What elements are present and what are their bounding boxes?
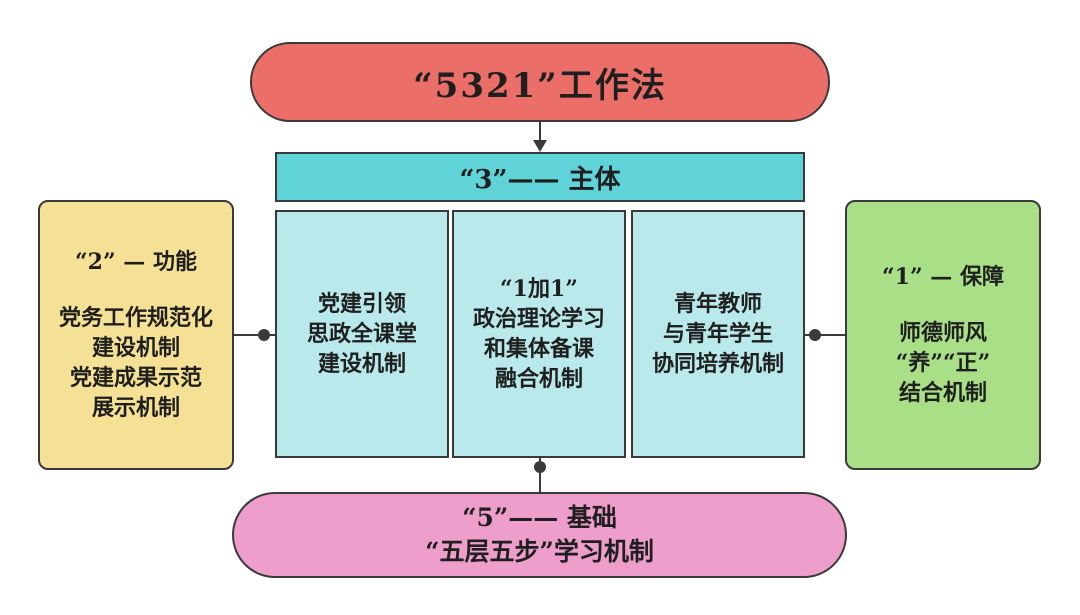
function-heading: “2” — 功能 [75, 249, 197, 275]
subject-column-2-line-3: 和集体备课 [483, 336, 594, 362]
guarantee-line-1: 师德师风 [898, 320, 987, 346]
subject-column-1-line-1: 党建引领 [317, 291, 406, 317]
function-line-2: 建设机制 [91, 335, 180, 361]
function-line-4: 展示机制 [91, 395, 180, 421]
foundation-heading: “5”—— 基础 [462, 503, 617, 532]
subject-column-1-line-2: 思政全课堂 [306, 321, 417, 347]
subject-column-2-line-1: “1加1” [500, 276, 578, 302]
subject-heading: “3”—— 主体 [459, 164, 621, 195]
foundation-connector-dot [534, 461, 546, 473]
guarantee-line-2: “养”“正” [895, 350, 991, 376]
title-to-subject-arrowhead [533, 140, 547, 152]
subject-column-1: 党建引领 思政全课堂 建设机制 [275, 210, 449, 458]
foundation-line-1: “五层五步”学习机制 [425, 537, 654, 566]
subject-heading-bar: “3”—— 主体 [275, 152, 805, 202]
subject-column-2-line-2: 政治理论学习 [472, 306, 605, 332]
foundation-box: “5”—— 基础 “五层五步”学习机制 [232, 492, 847, 578]
subject-column-2: “1加1” 政治理论学习 和集体备课 融合机制 [452, 210, 626, 458]
function-box: “2” — 功能 党务工作规范化 建设机制 党建成果示范 展示机制 [38, 200, 234, 470]
subject-column-3-line-3: 协同培养机制 [651, 351, 784, 377]
function-line-3: 党建成果示范 [69, 365, 202, 391]
guarantee-heading: “1” — 保障 [882, 264, 1004, 290]
title-box: “5321”工作法 [250, 42, 830, 122]
subject-column-3: 青年教师 与青年学生 协同培养机制 [631, 210, 805, 458]
guarantee-box: “1” — 保障 师德师风 “养”“正” 结合机制 [845, 200, 1041, 470]
function-connector-dot [258, 329, 270, 341]
function-line-1: 党务工作规范化 [58, 305, 213, 331]
guarantee-connector-dot [809, 329, 821, 341]
guarantee-line-3: 结合机制 [898, 380, 987, 406]
title-text: “5321”工作法 [413, 65, 667, 106]
subject-column-3-line-2: 与青年学生 [662, 321, 773, 347]
subject-column-2-line-4: 融合机制 [494, 366, 583, 392]
subject-column-3-line-1: 青年教师 [673, 291, 762, 317]
subject-column-1-line-3: 建设机制 [317, 351, 406, 377]
